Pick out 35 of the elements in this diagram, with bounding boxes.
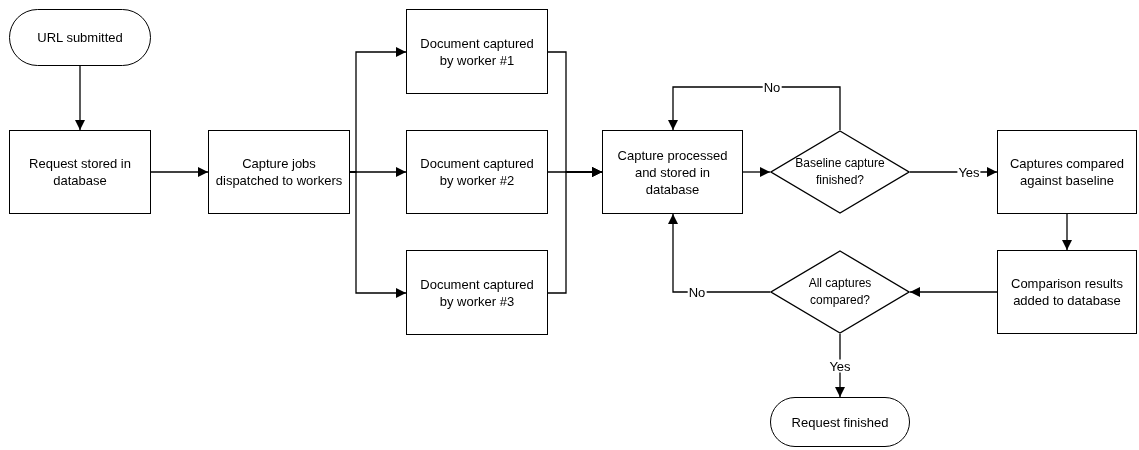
process-box <box>208 130 350 214</box>
node-label: Request stored in database <box>28 155 132 189</box>
arrow <box>75 65 85 131</box>
node-label: Capture jobs dispatched to workers <box>215 155 343 189</box>
node-label: Document captured by worker #1 <box>419 34 535 69</box>
arrow <box>349 171 407 298</box>
node-label: Comparison results added to database <box>1010 275 1124 309</box>
arrow <box>742 167 771 177</box>
arrow <box>150 167 209 177</box>
node-label: URL submitted <box>37 29 123 46</box>
process-box <box>406 130 548 214</box>
arrow <box>1062 213 1072 251</box>
process-box <box>406 250 548 335</box>
decision-diamond <box>770 250 910 334</box>
node-label: Request finished <box>791 413 889 431</box>
decision-diamond <box>770 130 910 214</box>
process-box <box>602 130 743 214</box>
process-box <box>9 130 151 214</box>
edge-label: Yes <box>957 165 981 179</box>
process-box <box>997 130 1137 214</box>
arrow <box>668 86 841 131</box>
process-box <box>997 250 1137 334</box>
node-label: Document captured by worker #3 <box>419 275 535 310</box>
arrow <box>909 287 998 297</box>
process-box <box>406 9 548 94</box>
node-label: All captures compared? <box>807 275 873 309</box>
node-label: Capture processed and stored in database <box>616 146 729 198</box>
node-label: Baseline capture finished? <box>794 155 886 189</box>
edge-label: No <box>762 80 782 94</box>
edge-label: Yes <box>828 359 852 373</box>
arrow <box>668 213 771 293</box>
node-label: Document captured by worker #2 <box>419 155 535 189</box>
edge-label: No <box>687 285 707 299</box>
arrow <box>547 167 603 294</box>
node-label: Captures compared against baseline <box>1008 155 1126 189</box>
